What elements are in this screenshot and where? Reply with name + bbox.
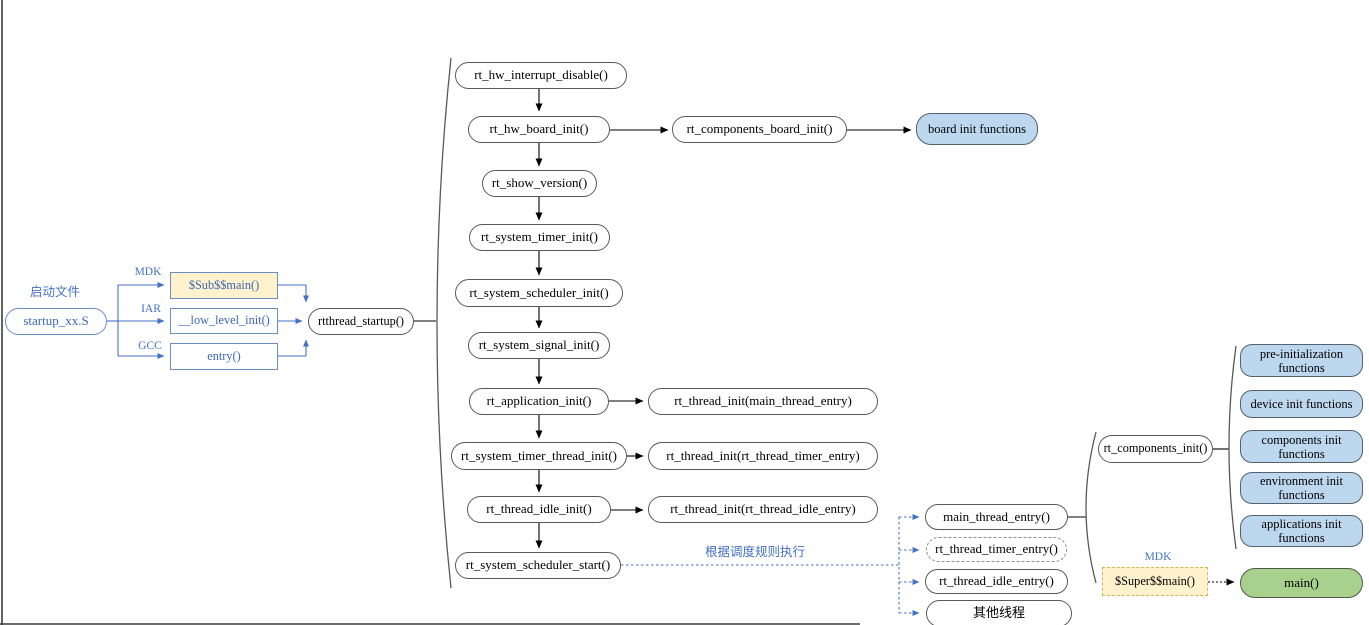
node-rt-thread-timer-entry: rt_thread_timer_entry() bbox=[926, 537, 1067, 562]
sequence-arrows bbox=[414, 89, 1229, 549]
node-other-threads: 其他线程 bbox=[926, 600, 1072, 625]
node-main-thread-entry: main_thread_entry() bbox=[925, 504, 1068, 530]
node-rt-system-timer-init: rt_system_timer_init() bbox=[469, 224, 610, 251]
node-device-init-functions: device init functions bbox=[1240, 390, 1363, 418]
node-environment-init-functions: environment init functions bbox=[1240, 472, 1363, 504]
node-rt-hw-board-init: rt_hw_board_init() bbox=[468, 116, 610, 143]
node-rt-thread-idle-init: rt_thread_idle_init() bbox=[467, 496, 611, 523]
node-components-init-functions: components init functions bbox=[1240, 430, 1363, 463]
node-entry: entry() bbox=[170, 343, 278, 370]
node-rt-system-scheduler-start: rt_system_scheduler_start() bbox=[455, 552, 621, 579]
node-rt-system-timer-thread-init: rt_system_timer_thread_init() bbox=[451, 442, 627, 470]
node-rt-thread-init-main: rt_thread_init(main_thread_entry) bbox=[648, 388, 878, 415]
scheduler-dispatch-wires bbox=[621, 514, 920, 616]
node-rt-application-init: rt_application_init() bbox=[469, 388, 609, 415]
node-super-main: $Super$$main() bbox=[1102, 567, 1208, 596]
node-applications-init-functions: applications init functions bbox=[1240, 515, 1363, 547]
node-board-init-functions: board init functions bbox=[916, 113, 1038, 145]
mdk-annotation-label: MDK bbox=[1144, 551, 1172, 563]
node-rt-hw-interrupt-disable: rt_hw_interrupt_disable() bbox=[455, 62, 627, 89]
node-low-level-init: __low_level_init() bbox=[170, 308, 278, 334]
startup-file-label: 启动文件 bbox=[29, 285, 80, 299]
node-rt-show-version: rt_show_version() bbox=[482, 170, 597, 197]
node-rt-system-scheduler-init: rt_system_scheduler_init() bbox=[455, 279, 623, 307]
node-pre-initialization-functions: pre-initialization functions bbox=[1240, 344, 1363, 377]
node-rt-thread-init-timer: rt_thread_init(rt_thread_timer_entry) bbox=[648, 442, 878, 470]
node-rt-system-signal-init: rt_system_signal_init() bbox=[468, 332, 610, 359]
toolchain-label-mdk: MDK bbox=[134, 266, 162, 278]
toolchain-label-iar: IAR bbox=[141, 303, 161, 315]
node-rt-thread-init-idle: rt_thread_init(rt_thread_idle_entry) bbox=[648, 496, 878, 523]
node-startup-file: startup_xx.S bbox=[5, 308, 107, 335]
node-rt-thread-idle-entry: rt_thread_idle_entry() bbox=[925, 569, 1068, 594]
node-rtthread-startup: rtthread_startup() bbox=[308, 308, 414, 335]
toolchain-label-gcc: GCC bbox=[138, 340, 162, 352]
scheduler-note-label: 根据调度规则执行 bbox=[704, 545, 805, 559]
node-main: main() bbox=[1240, 568, 1363, 598]
node-rt-components-board-init: rt_components_board_init() bbox=[672, 116, 847, 143]
canvas-borders bbox=[0, 0, 860, 625]
node-rt-components-init: rt_components_init() bbox=[1098, 435, 1213, 463]
node-sub-main: $Sub$$main() bbox=[170, 272, 278, 299]
